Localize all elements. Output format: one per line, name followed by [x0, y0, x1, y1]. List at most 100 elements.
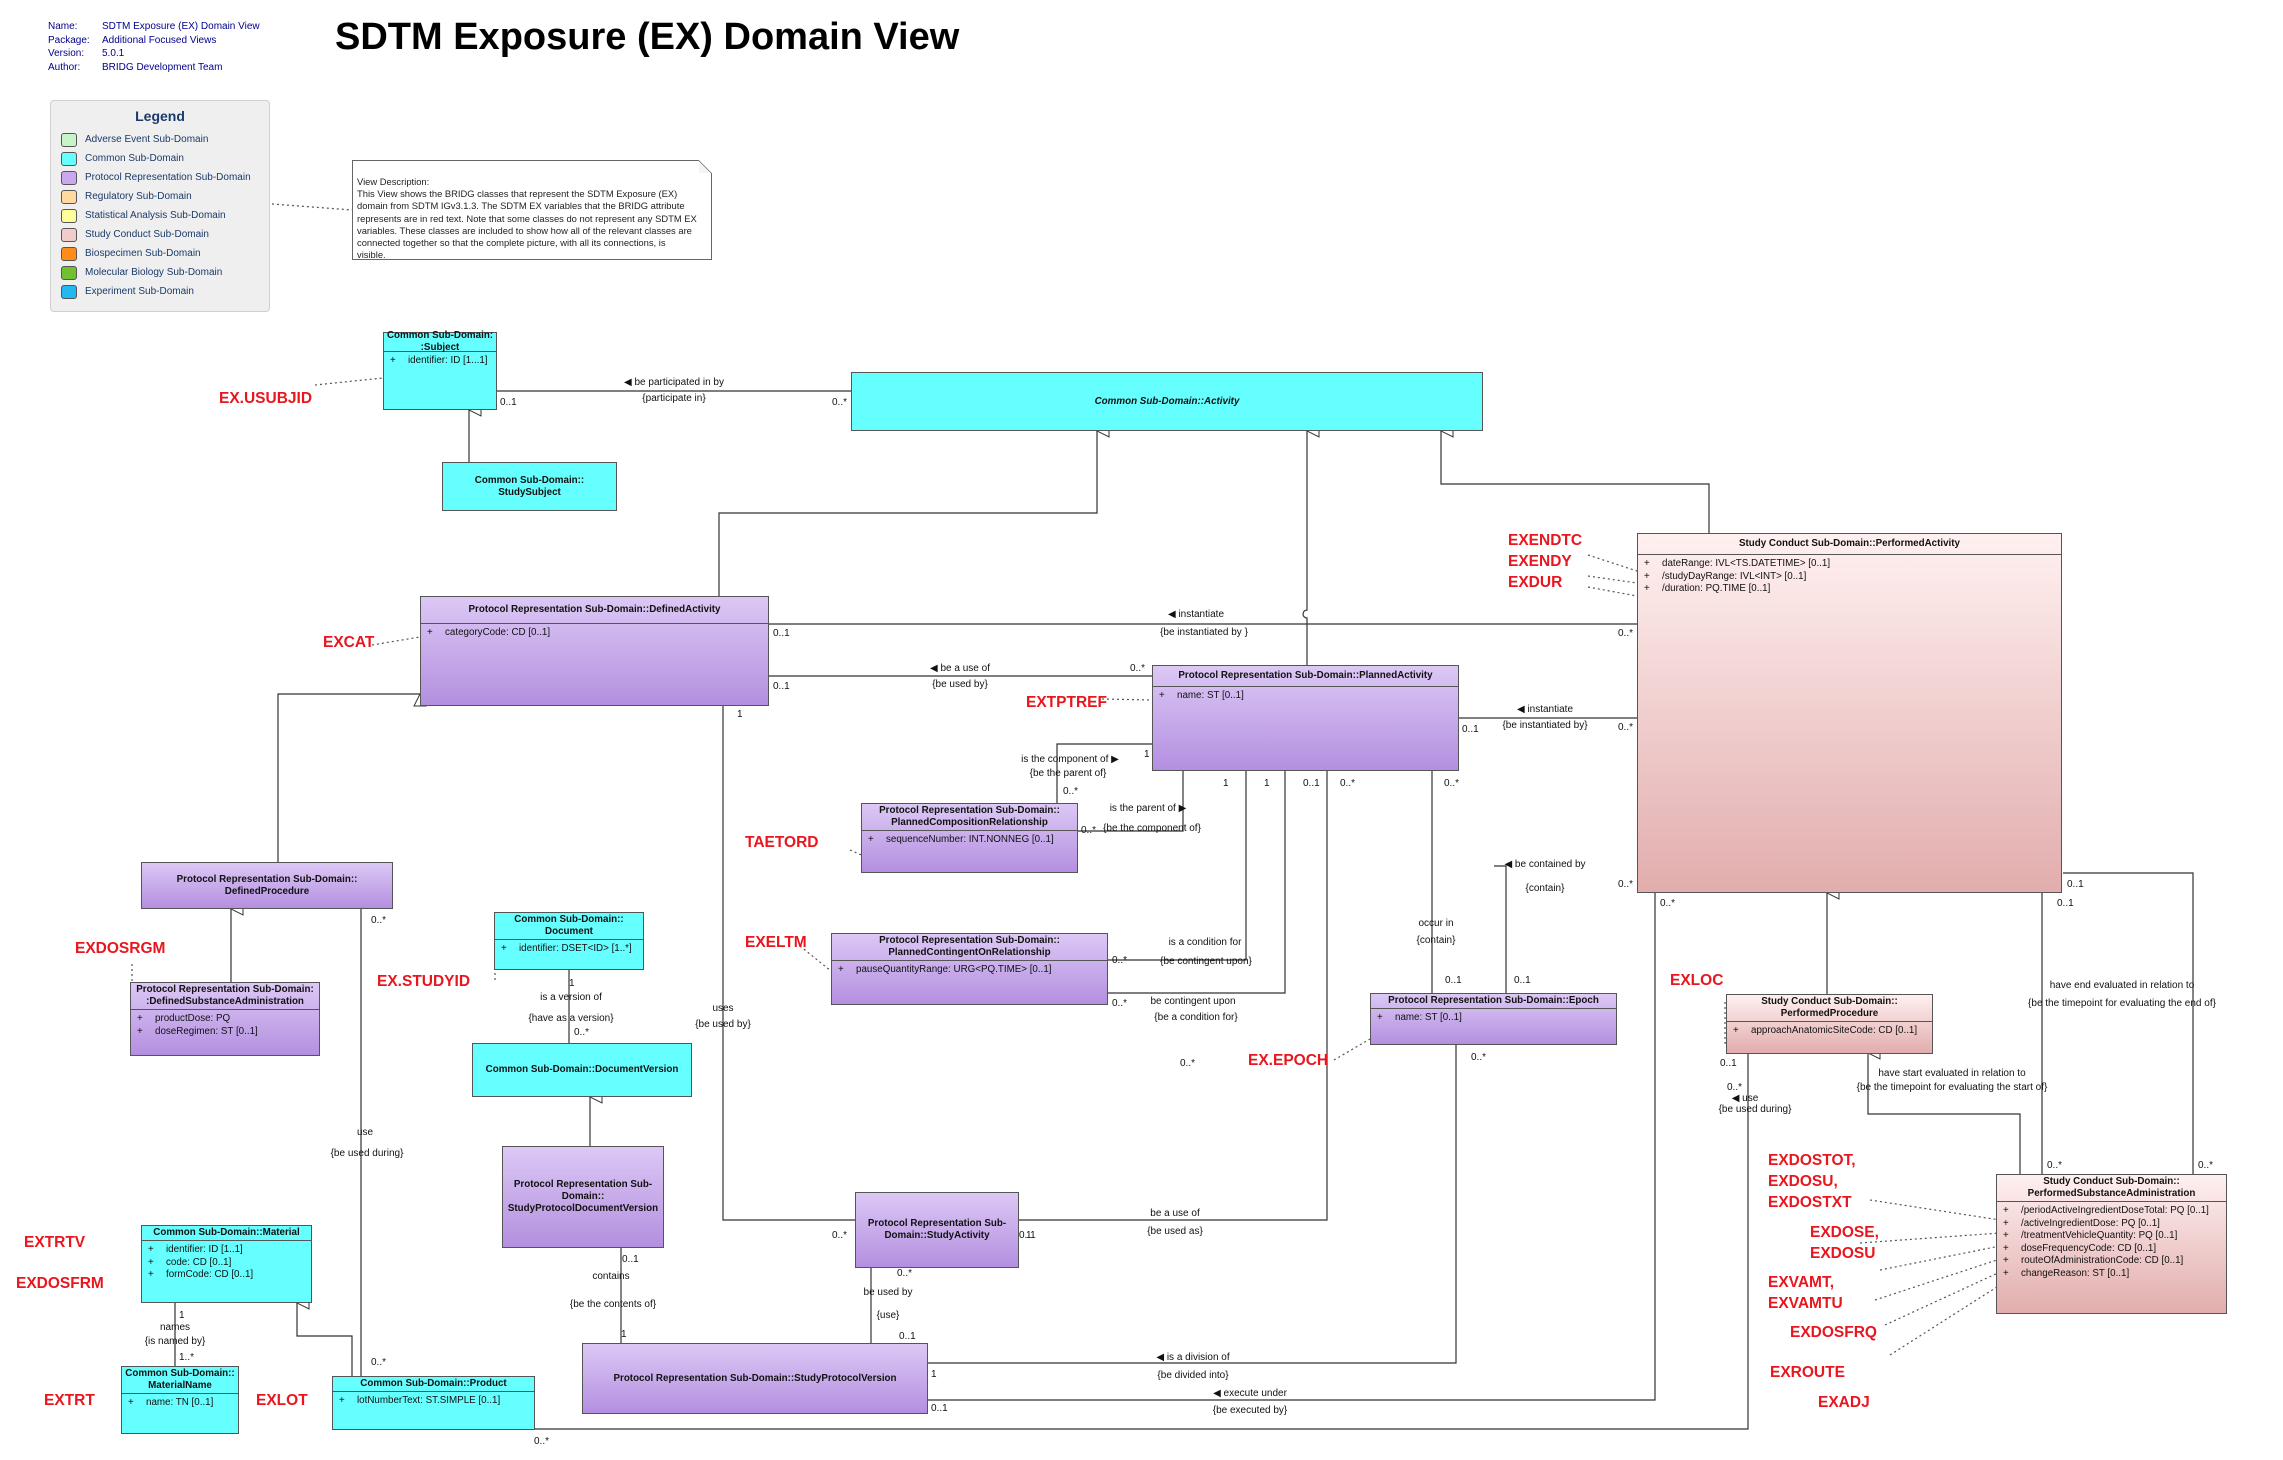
class-title-line: StudySubject — [498, 486, 561, 498]
note-line: represents are in red text. Note that so… — [357, 212, 697, 224]
sdtm-variable-exdosfrm: EXDOSFRM — [16, 1275, 104, 1292]
class-separator: +lotNumberText: ST.SIMPLE [0..1] — [333, 1391, 534, 1408]
class-plannedactivity[interactable]: Protocol Representation Sub-Domain::Plan… — [1152, 665, 1459, 771]
meta-row-author: Author:BRIDG Development Team — [48, 61, 260, 75]
sdtm-variable-exendy: EXENDY — [1508, 553, 1572, 570]
class-title: Protocol Representation Sub-Domain::Defi… — [142, 863, 392, 908]
class-performedactivity[interactable]: Study Conduct Sub-Domain::PerformedActiv… — [1637, 533, 2062, 893]
class-title: Protocol Representation Sub-Domain::Epoc… — [1371, 994, 1616, 1008]
note-line: This View shows the BRIDG classes that r… — [357, 188, 678, 200]
assoc-label-be-the-component-of: {be the component of} — [1103, 823, 1201, 834]
class-attribute: +doseFrequencyCode: CD [0..1] — [1997, 1243, 2226, 1256]
class-studyactivity[interactable]: Protocol Representation Sub-Domain::Stud… — [855, 1192, 1019, 1268]
class-title: Common Sub-Domain::DocumentVersion — [473, 1044, 691, 1096]
multiplicity: 0..* — [897, 1268, 913, 1279]
sdtm-variable-extrtv: EXTRTV — [24, 1234, 86, 1251]
assoc-label-be-used-during-2: {be used during} — [1718, 1104, 1792, 1115]
class-plannedcomposition[interactable]: Protocol Representation Sub-Domain::Plan… — [861, 803, 1078, 873]
assoc-label-instantiate-2: ◀ instantiate — [1516, 704, 1574, 715]
legend-title: Legend — [135, 108, 185, 124]
class-material[interactable]: Common Sub-Domain::Material+identifier: … — [141, 1225, 312, 1303]
class-title: Protocol Representation Sub-Domain::Defi… — [131, 983, 319, 1009]
class-title: Protocol Representation Sub-Domain::Stud… — [856, 1193, 1018, 1267]
assoc-label-be-participated-in-by: ◀ be participated in by — [624, 377, 724, 388]
assoc-label-have-end-evaluated: have end evaluated in relation to — [2049, 980, 2195, 991]
class-separator: +name: TN [0..1] — [122, 1393, 238, 1410]
class-separator: +identifier: ID [1..1]+code: CD [0..1]+f… — [142, 1240, 311, 1282]
multiplicity: 0..* — [1618, 628, 1634, 639]
note-line: domain from SDTM IGv3.1.3. The SDTM EX v… — [357, 200, 685, 212]
assoc-label-contains: contains — [592, 1271, 630, 1282]
assoc-label-be-used-during: {be used during} — [330, 1148, 404, 1159]
multiplicity: 0..* — [1444, 778, 1460, 789]
class-studysubject[interactable]: Common Sub-Domain::StudySubject — [442, 462, 617, 511]
class-attribute: +/studyDayRange: IVL<INT> [0..1] — [1638, 571, 2061, 584]
class-plannedcontingent[interactable]: Protocol Representation Sub-Domain::Plan… — [831, 933, 1108, 1005]
legend-swatch — [61, 208, 77, 223]
class-studyprotocoldocversion[interactable]: Protocol Representation Sub-Domain::Stud… — [502, 1146, 664, 1248]
class-title-line: StudyProtocolDocumentVersion — [507, 1203, 659, 1214]
meta-value: Additional Focused Views — [102, 34, 217, 46]
class-materialname[interactable]: Common Sub-Domain::MaterialName+name: TN… — [121, 1366, 239, 1434]
class-subject[interactable]: Common Sub-Domain::Subject+identifier: I… — [383, 330, 497, 410]
class-performedprocedure[interactable]: Study Conduct Sub-Domain::PerformedProce… — [1726, 994, 1933, 1054]
multiplicity: 0..1 — [931, 1403, 948, 1414]
visibility-marker: + — [427, 627, 433, 638]
sdtm-variable-exepoch: EX.EPOCH — [1248, 1052, 1329, 1069]
class-title-line: Common Sub-Domain:: — [514, 914, 624, 925]
class-product[interactable]: Common Sub-Domain::Product+lotNumberText… — [332, 1376, 535, 1430]
multiplicity: 0..* — [1618, 879, 1634, 890]
meta-key: Author: — [48, 61, 81, 73]
class-attribute: +sequenceNumber: INT.NONNEG [0..1] — [862, 834, 1077, 847]
class-title-line: PerformedProcedure — [1780, 1008, 1879, 1019]
class-title: Common Sub-Domain::MaterialName — [122, 1367, 238, 1393]
assoc-product-performedprocedure — [535, 1054, 1749, 1430]
class-studyprotocolversion[interactable]: Protocol Representation Sub-Domain::Stud… — [582, 1343, 928, 1414]
legend-label: Protocol Representation Sub-Domain — [85, 172, 251, 183]
class-attribute: +identifier: ID [1...1] — [384, 355, 496, 368]
class-attribute: +identifier: ID [1..1] — [142, 1244, 311, 1257]
diagram-metadata: Name:SDTM Exposure (EX) Domain View Pack… — [48, 20, 260, 74]
sdtm-variable-exeltm: EXELTM — [745, 934, 807, 951]
assoc-label-is-the-component-of: is the component of ▶ — [1021, 754, 1119, 765]
class-title-line: Study Conduct Sub-Domain::PerformedActiv… — [1739, 538, 1960, 549]
class-epoch[interactable]: Protocol Representation Sub-Domain::Epoc… — [1370, 993, 1617, 1045]
class-title-line: Common Sub-Domain:: — [474, 474, 585, 486]
class-definedprocedure[interactable]: Protocol Representation Sub-Domain::Defi… — [141, 862, 393, 909]
sdtm-variable-exdose: EXDOSE, — [1810, 1224, 1879, 1241]
legend-swatch — [61, 246, 77, 261]
assoc-label-names: names — [159, 1322, 191, 1333]
visibility-marker: + — [148, 1244, 154, 1255]
view-description-note: View Description:This View shows the BRI… — [352, 160, 712, 260]
gen-definedactivity-activity — [718, 431, 1097, 596]
class-definedactivity[interactable]: Protocol Representation Sub-Domain::Defi… — [420, 596, 769, 706]
attribute-text: dateRange: IVL<TS.DATETIME> [0..1] — [1662, 558, 1831, 569]
class-performedsubstance[interactable]: Study Conduct Sub-Domain::PerformedSubst… — [1996, 1174, 2227, 1314]
class-definedsubstance[interactable]: Protocol Representation Sub-Domain::Defi… — [130, 982, 320, 1056]
meta-row-package: Package:Additional Focused Views — [48, 34, 260, 48]
sdtm-variable-extrt: EXTRT — [44, 1392, 95, 1409]
class-attribute: +routeOfAdministrationCode: CD [0..1] — [1997, 1255, 2226, 1268]
legend-label: Study Conduct Sub-Domain — [85, 229, 209, 240]
class-activity[interactable]: Common Sub-Domain::Activity — [851, 372, 1483, 431]
assoc-label-be-used-as: {be used as} — [1147, 1226, 1203, 1237]
assoc-performedsubstance-performedactivity-end — [2063, 872, 2194, 1174]
assoc-label-be-contained-by: ◀ be contained by — [1504, 859, 1586, 870]
multiplicity: 0..* — [1112, 998, 1128, 1009]
class-document[interactable]: Common Sub-Domain::Document+identifier: … — [494, 912, 644, 970]
legend-item: Study Conduct Sub-Domain — [51, 225, 269, 244]
class-attribute: +name: ST [0..1] — [1371, 1012, 1616, 1025]
multiplicity: 0..1 — [1462, 724, 1479, 735]
multiplicity: 0..1 — [2067, 879, 2084, 890]
assoc-contingent-plannedactivity-1 — [1108, 771, 1247, 961]
meta-row-name: Name:SDTM Exposure (EX) Domain View — [48, 20, 260, 34]
visibility-marker: + — [501, 943, 507, 954]
visibility-marker: + — [1644, 558, 1650, 569]
legend-label: Biospecimen Sub-Domain — [85, 248, 201, 259]
legend-label: Molecular Biology Sub-Domain — [85, 267, 223, 278]
meta-key: Name: — [48, 21, 78, 32]
class-documentversion[interactable]: Common Sub-Domain::DocumentVersion — [472, 1043, 692, 1097]
visibility-marker: + — [2003, 1242, 2009, 1254]
legend-swatch — [61, 227, 77, 242]
